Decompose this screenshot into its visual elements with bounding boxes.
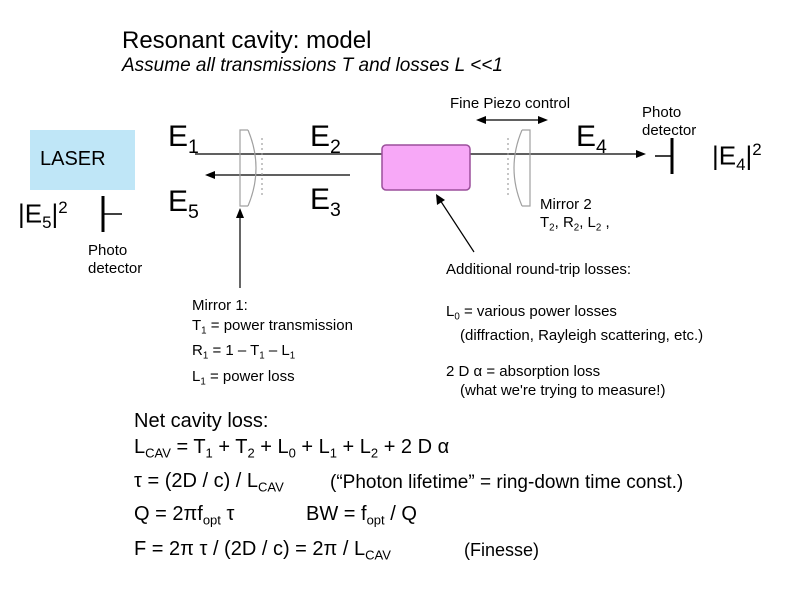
losses-heading: Additional round-trip losses: (446, 261, 632, 278)
net-loss-label: Net cavity loss: (134, 410, 269, 432)
field-e4: E4 (576, 120, 607, 158)
detector-right-intensity: |E4|2 (712, 140, 762, 175)
losses-l0: L0 = various power losses (diffraction, … (446, 303, 704, 345)
mirror-1-label: Mirror 1: T1 = power transmission R1 = 1… (192, 297, 353, 388)
mirror-1 (239, 129, 263, 207)
lcav-equation: LCAV = T1 + T2 + L0 + L1 + L2 + 2 D α (134, 436, 450, 461)
piezo-arrowhead-left (476, 116, 486, 124)
absorption-pointer (439, 199, 475, 253)
piezo-cell (381, 144, 471, 191)
detector-left-intensity: |E5|2 (18, 198, 68, 233)
piezo-label: Fine Piezo control (450, 95, 571, 112)
beam-forward-arrowhead (636, 150, 646, 158)
mirror-2-label: Mirror 2 T2, R2, L2 , (540, 196, 610, 234)
beam-reflected-arrowhead (205, 171, 215, 179)
photon-lifetime-note: (“Photon lifetime” = ring-down time cons… (330, 472, 684, 493)
field-e3: E3 (310, 183, 341, 221)
laser-label: LASER (40, 148, 106, 170)
absorption-pointer-arrowhead (436, 194, 445, 205)
piezo-arrowhead-right (538, 116, 548, 124)
tau-equation: τ = (2D / c) / LCAV (134, 470, 284, 495)
field-e1: E1 (168, 120, 199, 158)
page-title: Resonant cavity: model (122, 27, 372, 54)
laser-box (30, 130, 135, 190)
q-equation: Q = 2πfopt τ (134, 503, 235, 528)
finesse-equation: F = 2π τ / (2D / c) = 2π / LCAV (134, 538, 391, 563)
page-subtitle: Assume all transmissions T and losses L … (122, 55, 503, 76)
mirror-1-pointer-arrowhead (236, 208, 244, 218)
finesse-note: (Finesse) (464, 540, 540, 560)
losses-absorption: 2 D α = absorption loss (what we're tryi… (446, 363, 666, 399)
mirror-2 (507, 129, 531, 207)
bw-equation: BW = fopt / Q (306, 503, 417, 528)
field-e5: E5 (168, 185, 199, 223)
field-e2: E2 (310, 120, 341, 158)
